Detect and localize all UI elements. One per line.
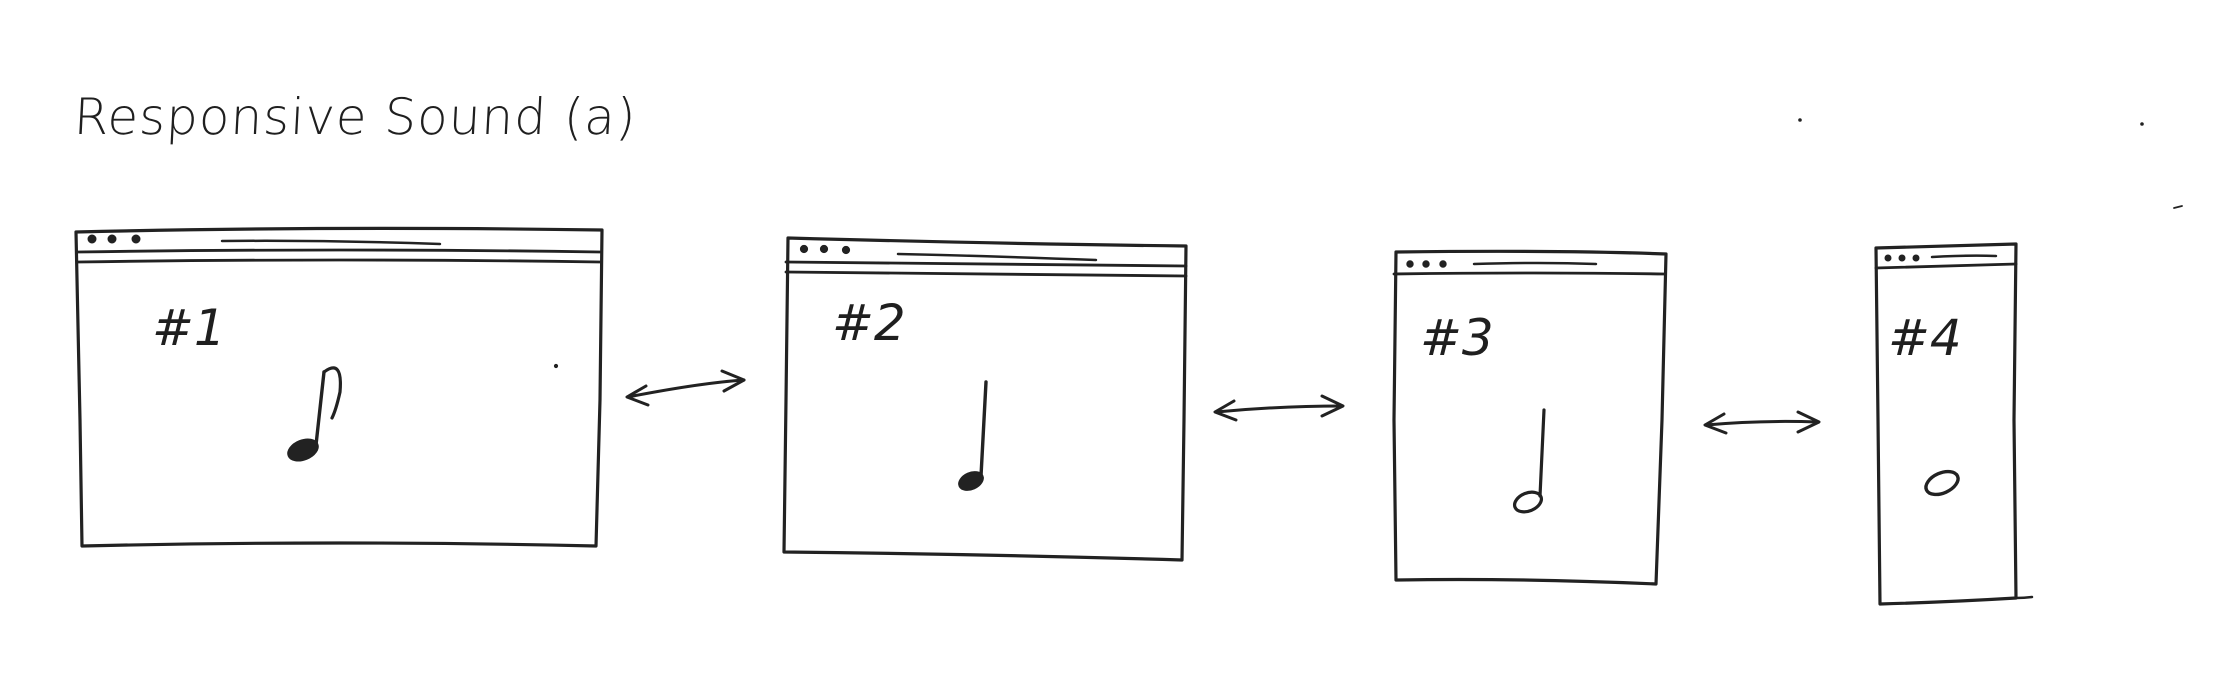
window-dots	[799, 244, 851, 255]
browser-window-1: #1	[74, 226, 604, 548]
browser-window-3: #3	[1392, 249, 1668, 586]
half-note-icon	[1512, 408, 1546, 514]
window-dots	[87, 234, 141, 244]
browser-window-2: #2	[782, 236, 1188, 562]
browser-window-4: #4	[1874, 242, 2034, 606]
double-arrow-icon	[1213, 394, 1345, 422]
address-bar	[896, 252, 1098, 262]
double-arrow-icon	[625, 369, 746, 407]
eighth-note-icon	[287, 366, 343, 462]
window-dots	[1884, 254, 1920, 262]
ink-speck	[553, 363, 559, 369]
whole-note-icon	[1924, 469, 1960, 497]
scan-specks	[1798, 118, 2183, 209]
window-label-4: #4	[1888, 309, 1962, 367]
quarter-note-icon	[958, 380, 988, 491]
address-bar	[220, 239, 442, 246]
double-arrow-icon	[1703, 410, 1821, 435]
address-bar	[1472, 261, 1598, 266]
address-bar	[1930, 254, 1998, 259]
window-dots	[1406, 260, 1447, 268]
window-label-3: #3	[1420, 309, 1494, 367]
window-label-1: #1	[152, 299, 226, 357]
window-label-2: #2	[832, 294, 906, 352]
